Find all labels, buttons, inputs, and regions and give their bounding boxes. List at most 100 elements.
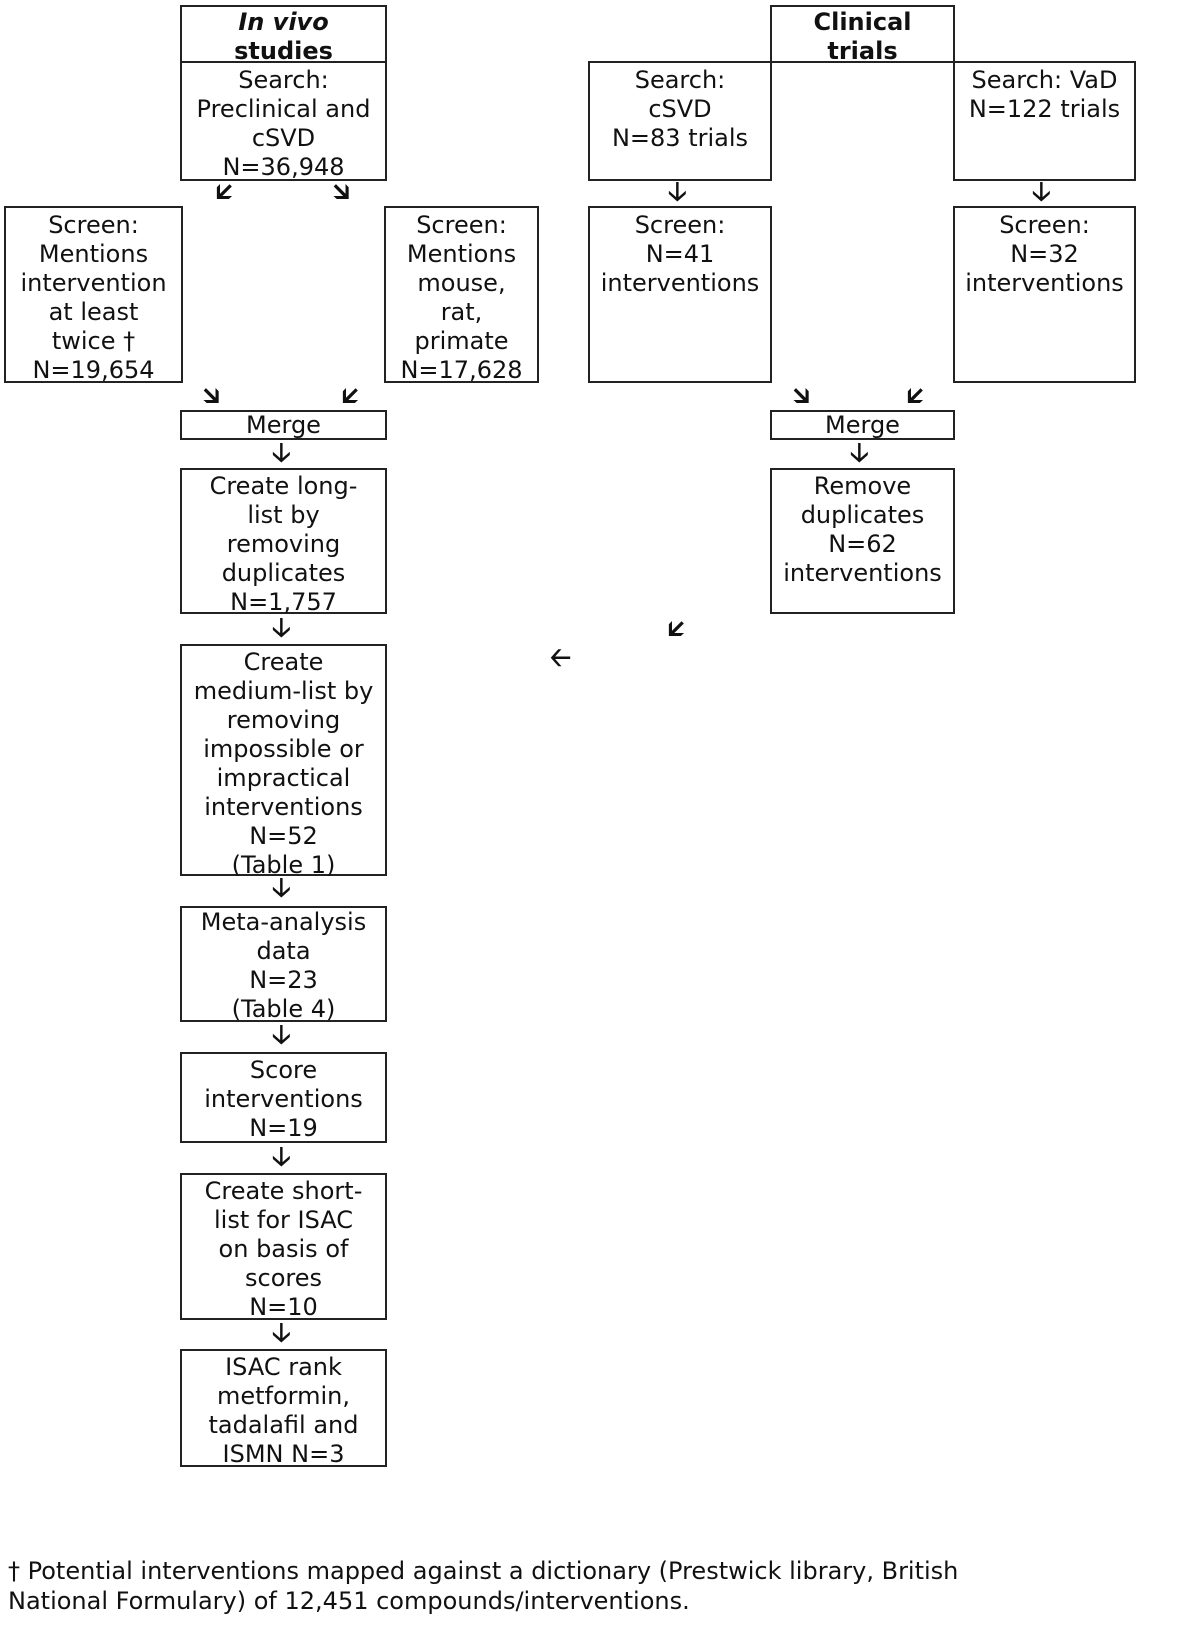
box-line: N=62 xyxy=(828,530,897,558)
box-line: tadalafil and xyxy=(208,1411,359,1439)
screen-csvd-box: Screen: N=41 interventions xyxy=(588,206,772,383)
arrow-down-right-icon: 🡮 xyxy=(793,381,810,411)
box-line: Screen: xyxy=(999,211,1090,239)
box-line: Screen: xyxy=(48,211,139,239)
box-line: N=23 xyxy=(249,966,318,994)
box-line: duplicates xyxy=(800,501,925,529)
box-line: medium-list by xyxy=(193,677,374,705)
arrow-down-icon: 🡣 xyxy=(1032,177,1051,207)
box-line: Preclinical and xyxy=(196,95,371,123)
screen-species-box: Screen: Mentions mouse, rat, primate N=1… xyxy=(384,206,539,384)
box-line: Merge xyxy=(246,411,321,439)
box-line: N=19,654 xyxy=(32,356,155,384)
box-line: (Table 1) xyxy=(231,851,336,879)
box-line: Create short- xyxy=(204,1177,363,1205)
arrow-down-icon: 🡣 xyxy=(850,438,869,468)
box-line: interventions xyxy=(204,1085,363,1113)
box-line: interventions xyxy=(965,269,1124,297)
shortlist-box: Create short- list for ISAC on basis of … xyxy=(180,1173,387,1321)
box-line: (Table 4) xyxy=(231,995,336,1023)
box-line: Screen: xyxy=(416,211,507,239)
header-line: trials xyxy=(827,37,898,65)
box-line: impossible or xyxy=(203,735,364,763)
box-line: mouse, xyxy=(417,269,506,297)
box-line: at least xyxy=(48,298,139,326)
box-line: data xyxy=(256,937,311,965)
box-line: Search: xyxy=(238,66,329,94)
footnote-line: † Potential interventions mapped against… xyxy=(8,1557,959,1585)
box-line: Meta-analysis xyxy=(200,908,367,936)
longlist-box: Create long- list by removing duplicates… xyxy=(180,468,387,616)
box-line: N=1,757 xyxy=(230,588,337,616)
meta-analysis-box: Meta-analysis data N=23 (Table 4) xyxy=(180,906,387,1023)
box-line: twice † xyxy=(51,327,136,355)
box-line: list by xyxy=(247,501,320,529)
screen-vad-box: Screen: N=32 interventions xyxy=(953,206,1136,383)
arrow-down-icon: 🡣 xyxy=(272,873,291,903)
header-line: In vivo xyxy=(238,8,329,36)
box-line: primate xyxy=(414,327,509,355)
box-line: metformin, xyxy=(216,1382,351,1410)
merge-box-left: Merge xyxy=(180,410,387,440)
box-line: on basis of xyxy=(218,1235,349,1263)
box-line: interventions xyxy=(783,559,942,587)
merge-box-right: Merge xyxy=(770,410,955,440)
arrow-down-icon: 🡣 xyxy=(272,1020,291,1050)
isac-rank-box: ISAC rank metformin, tadalafil and ISMN … xyxy=(180,1349,387,1468)
box-line: list for ISAC xyxy=(213,1206,354,1234)
box-line: Merge xyxy=(825,411,900,439)
box-line: removing xyxy=(226,530,341,558)
screen-intervention-box: Screen: Mentions intervention at least t… xyxy=(4,206,183,384)
box-line: N=19 xyxy=(249,1114,318,1142)
box-line: removing xyxy=(226,706,341,734)
box-line: cSVD xyxy=(648,95,712,123)
box-line: ISMN N=3 xyxy=(222,1440,345,1468)
arrow-down-left-icon: 🡯 xyxy=(342,381,359,411)
box-line: Mentions xyxy=(38,240,149,268)
box-line: Search: xyxy=(634,66,726,94)
search-vad-box: Search: VaD N=122 trials xyxy=(953,61,1136,181)
box-line: N=36,948 xyxy=(222,153,345,181)
box-line: N=83 trials xyxy=(611,124,749,152)
box-line: intervention xyxy=(20,269,167,297)
arrow-down-icon: 🡣 xyxy=(272,1318,291,1348)
box-line: duplicates xyxy=(221,559,346,587)
footnote: † Potential interventions mapped against… xyxy=(8,1556,958,1616)
in-vivo-header-box: In vivo studies xyxy=(180,5,387,65)
preclinical-search-box: Search: Preclinical and cSVD N=36,948 xyxy=(180,61,387,181)
box-line: Create xyxy=(243,648,324,676)
header-line: studies xyxy=(234,37,333,65)
box-line: Score xyxy=(249,1056,318,1084)
mediumlist-box: Create medium-list by removing impossibl… xyxy=(180,644,387,879)
arrow-down-icon: 🡣 xyxy=(272,438,291,468)
arrow-down-icon: 🡣 xyxy=(272,1142,291,1172)
arrow-down-right-icon: 🡮 xyxy=(333,177,350,207)
box-line: impractical xyxy=(216,764,351,792)
box-line: rat, xyxy=(440,298,483,326)
box-line: Create long- xyxy=(209,472,358,500)
score-box: Score interventions N=19 xyxy=(180,1052,387,1143)
arrow-down-left-icon: 🡯 xyxy=(668,614,685,644)
box-line: N=17,628 xyxy=(400,356,523,384)
box-line: interventions xyxy=(204,793,363,821)
arrow-down-left-icon: 🡯 xyxy=(907,381,924,411)
box-line: Remove xyxy=(813,472,912,500)
box-line: ISAC rank xyxy=(225,1353,342,1381)
arrow-down-left-icon: 🡯 xyxy=(216,177,233,207)
remove-duplicates-box: Remove duplicates N=62 interventions xyxy=(770,468,955,614)
box-line: N=122 trials xyxy=(968,95,1121,123)
box-line: interventions xyxy=(600,269,760,297)
search-csvd-box: Search: cSVD N=83 trials xyxy=(588,61,772,181)
clinical-trials-header-box: Clinical trials xyxy=(770,5,955,65)
arrow-left-icon: 🡠 xyxy=(550,643,572,673)
header-line: Clinical xyxy=(813,8,912,36)
box-line: scores xyxy=(245,1264,322,1292)
arrow-down-right-icon: 🡮 xyxy=(203,381,220,411)
box-line: N=52 xyxy=(249,822,318,850)
box-line: N=10 xyxy=(249,1293,318,1321)
arrow-down-icon: 🡣 xyxy=(272,613,291,643)
box-line: N=32 xyxy=(1010,240,1079,268)
footnote-line: National Formulary) of 12,451 compounds/… xyxy=(8,1587,690,1615)
box-line: Mentions xyxy=(406,240,517,268)
box-line: cSVD xyxy=(251,124,316,152)
